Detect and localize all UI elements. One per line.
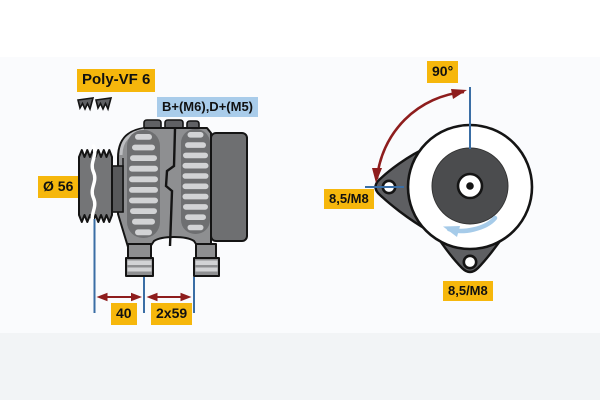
vent-slot [182, 183, 209, 190]
rotor-shaft [111, 165, 124, 213]
vent-slots-front [129, 134, 158, 236]
pulley-diameter-label: Ø 56 [38, 176, 79, 198]
dimension-arrow-2x59 [146, 292, 192, 302]
dimension-label-2x59: 2x59 [151, 303, 193, 325]
vent-slot [135, 134, 152, 140]
vent-slot [185, 142, 206, 148]
background-band-bottom [0, 333, 600, 400]
shaft-center [466, 182, 474, 190]
vent-slot [129, 187, 158, 193]
v-ribbed-belt-section-icon [77, 97, 95, 112]
hole-size-label-bottom: 8,5/M8 [443, 281, 493, 302]
vent-slot [187, 132, 204, 138]
break-line [90, 144, 97, 226]
90-degree-double-arrow-icon [372, 89, 467, 183]
vent-slot [132, 144, 155, 151]
mounting-lug-left [125, 243, 154, 277]
mounting-hole-bottom [462, 254, 478, 270]
background-band-top [0, 0, 600, 57]
vent-slot [182, 173, 209, 179]
dimension-label-40: 40 [111, 303, 137, 325]
vent-slot [129, 176, 158, 183]
rear-cover [210, 132, 248, 242]
vent-slot [130, 155, 157, 161]
vent-slot [132, 218, 155, 225]
pulley [78, 149, 113, 223]
vent-slot [182, 193, 209, 200]
vent-slot [135, 229, 152, 236]
belt-type-label: Poly-VF 6 [77, 69, 156, 92]
vent-slot [130, 208, 157, 214]
terminal-stud [164, 119, 184, 130]
dimension-arrow-40 [96, 292, 142, 302]
alternator-side-view [77, 97, 248, 313]
counterclockwise-arrow-icon [443, 215, 498, 237]
vent-slot [185, 214, 206, 220]
vent-slot [182, 162, 209, 169]
vent-slot [129, 197, 158, 204]
terminal-stud [143, 119, 162, 130]
hole-size-label-left: 8,5/M8 [324, 189, 374, 210]
vent-slots-rear [182, 132, 209, 231]
vent-slot [183, 152, 208, 159]
alternator-rear-view [365, 87, 534, 274]
mounting-lug-right [193, 243, 220, 277]
housing-joint-line [164, 128, 177, 247]
mounting-angle-label: 90° [427, 61, 459, 83]
vent-slot [129, 165, 158, 172]
terminal-label: B+(M6),D+(M5) [157, 97, 259, 118]
vent-slot [183, 204, 208, 210]
v-ribbed-belt-section-icon [95, 97, 113, 112]
vent-slot [187, 224, 204, 231]
